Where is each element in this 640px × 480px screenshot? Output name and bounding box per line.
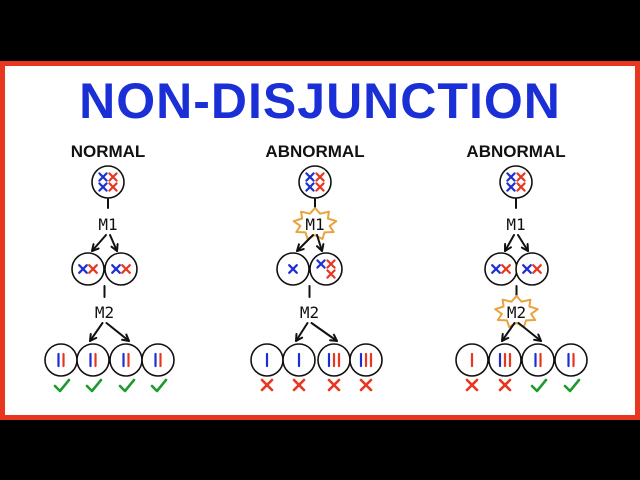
col3-arrow-m2-right [519, 323, 542, 341]
col1-gamete-cell-1 [45, 344, 77, 376]
col2-cross-icon-1 [262, 380, 272, 390]
col2-cross-icon-4 [361, 380, 371, 390]
col3-m1-cell-1 [485, 253, 517, 285]
col2-arrow-m1-left [297, 235, 313, 251]
col1-m2-label: M2 [95, 303, 114, 322]
col1-check-icon-1 [55, 380, 69, 391]
col3-m2-label: M2 [507, 303, 526, 322]
col1-check-icon-4 [152, 380, 166, 391]
col3-gamete-cell-3 [522, 344, 554, 376]
col2-m1-cell-2 [310, 253, 342, 285]
col1-arrow-m2-right [107, 323, 130, 341]
col2-m1-label: M1 [305, 215, 324, 234]
col1-check-icon-2 [87, 380, 101, 391]
col3-cross-icon-2 [500, 380, 510, 390]
col2-arrow-m2-right [312, 323, 338, 341]
col1-m1-label: M1 [98, 215, 117, 234]
col1-m1-cell-2 [105, 253, 137, 285]
col1-gamete-cell-4 [142, 344, 174, 376]
col3-m1-cell-2 [516, 253, 548, 285]
col3-cross-icon-1 [467, 380, 477, 390]
col2-cross-icon-3 [329, 380, 339, 390]
col3-check-icon-4 [565, 380, 579, 391]
col1-gamete-cell-2 [77, 344, 109, 376]
col3-m1-label: M1 [506, 215, 525, 234]
col2-parent-cell [299, 166, 331, 198]
col1-gamete-cell-3 [110, 344, 142, 376]
col1-m1-cell-1 [72, 253, 104, 285]
col2-m2-label: M2 [300, 303, 319, 322]
col3-check-icon-3 [532, 380, 546, 391]
col3-gamete-cell-4 [555, 344, 587, 376]
col1-check-icon-3 [120, 380, 134, 391]
col2-cross-icon-2 [294, 380, 304, 390]
col3-parent-cell [500, 166, 532, 198]
col1-parent-cell [92, 166, 124, 198]
